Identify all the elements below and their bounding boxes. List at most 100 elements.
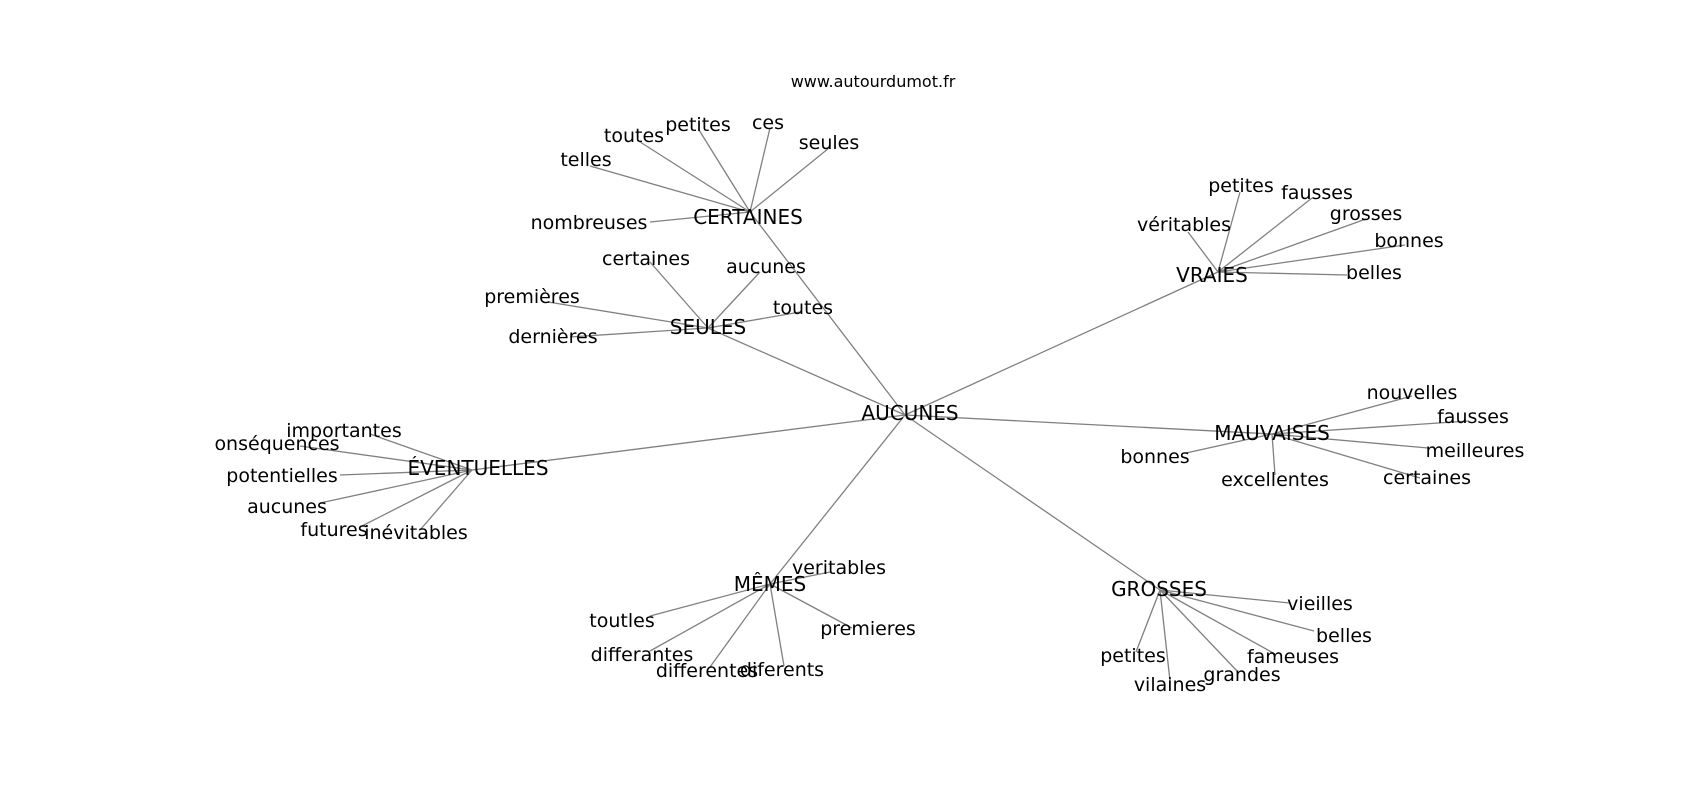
group-node-grosses: GROSSES: [1111, 577, 1207, 601]
group-node-mauvaises: MAUVAISES: [1214, 421, 1330, 445]
leaf-node-certaines-2: ces: [752, 112, 784, 134]
leaf-node-certaines-1: petites: [665, 114, 731, 136]
leaf-node-certaines-3: seules: [799, 132, 860, 154]
leaf-node-eventuelles-2: potentielles: [226, 465, 337, 487]
leaf-node-memes-5: diferents: [740, 659, 824, 681]
leaf-node-vraies-3: grosses: [1330, 203, 1402, 225]
site-url: www.autourdumot.fr: [791, 72, 956, 91]
leaf-node-seules-3: toutes: [773, 297, 833, 319]
edge-seules-leaf-2: [547, 301, 709, 329]
edge-memes-leaf-1: [649, 583, 771, 617]
edge-grosses-leaf-1: [1159, 589, 1315, 632]
leaf-node-eventuelles-3: aucunes: [247, 496, 327, 518]
group-node-eventuelles: ÉVENTUELLES: [407, 456, 548, 480]
edge-certaines-leaf-2: [749, 127, 771, 213]
center-node-label: AUCUNES: [861, 401, 958, 425]
leaf-node-seules-2: premières: [484, 286, 580, 308]
leaf-node-mauvaises-0: nouvelles: [1367, 382, 1458, 404]
leaf-node-eventuelles-5: inévitables: [364, 522, 468, 544]
edge-certaines-leaf-3: [749, 147, 830, 213]
leaf-node-grosses-1: belles: [1316, 625, 1372, 647]
edge-grosses-leaf-4: [1159, 589, 1239, 673]
edge-grosses-leaf-5: [1159, 589, 1171, 682]
leaf-node-grosses-3: petites: [1100, 645, 1166, 667]
edge-vraies-leaf-1: [1217, 197, 1313, 273]
edge-mauvaises-leaf-5: [1271, 433, 1421, 479]
group-node-memes: MÊMES: [734, 572, 806, 596]
edge-mauvaises-leaf-0: [1271, 395, 1413, 435]
leaf-node-eventuelles-0: importantes: [286, 420, 401, 442]
leaf-node-mauvaises-3: bonnes: [1120, 446, 1189, 468]
edge-grosses-leaf-3: [1135, 589, 1161, 653]
edge-center-grosses: [904, 414, 1161, 591]
edge-seules-leaf-4: [569, 327, 709, 338]
leaf-node-vraies-0: petites: [1208, 175, 1274, 197]
edge-eventuelles-leaf-2: [339, 469, 473, 476]
group-node-seules: SEULES: [670, 315, 746, 339]
leaf-node-mauvaises-2: meilleures: [1426, 440, 1525, 462]
leaf-node-vraies-4: bonnes: [1374, 230, 1443, 252]
edge-memes-leaf-0: [769, 571, 831, 585]
leaf-node-seules-0: certaines: [602, 248, 690, 270]
edge-memes-leaf-3: [649, 583, 771, 652]
edge-vraies-leaf-4: [1217, 244, 1406, 273]
edge-memes-leaf-2: [769, 583, 853, 629]
edge-certaines-leaf-0: [636, 139, 751, 213]
leaf-node-eventuelles-1: onséquences: [214, 433, 339, 455]
leaf-node-vraies-1: fausses: [1281, 182, 1353, 204]
edge-center-certaines: [749, 211, 906, 416]
edge-grosses-leaf-0: [1159, 589, 1291, 604]
edge-center-vraies: [904, 271, 1219, 416]
leaf-node-memes-1: toutles: [589, 610, 654, 632]
leaf-node-grosses-0: vieilles: [1287, 593, 1353, 615]
edge-eventuelles-leaf-0: [369, 433, 473, 471]
leaf-node-mauvaises-4: excellentes: [1221, 469, 1329, 491]
leaf-node-memes-2: premieres: [820, 618, 916, 640]
edge-seules-leaf-0: [649, 261, 709, 329]
edge-memes-leaf-5: [769, 583, 785, 667]
edge-seules-leaf-3: [707, 311, 801, 329]
leaf-node-grosses-2: fameuses: [1247, 646, 1339, 668]
edge-eventuelles-leaf-1: [299, 445, 473, 471]
edge-seules-leaf-1: [707, 271, 761, 329]
edge-mauvaises-leaf-2: [1271, 433, 1429, 449]
edge-grosses-leaf-2: [1159, 589, 1276, 655]
leaf-node-mauvaises-1: fausses: [1437, 406, 1509, 428]
leaf-node-certaines-0: toutes: [604, 125, 664, 147]
edge-vraies-leaf-0: [1217, 191, 1241, 273]
leaf-node-memes-3: differantes: [591, 644, 694, 666]
edge-eventuelles-leaf-4: [359, 469, 473, 528]
edge-mauvaises-leaf-4: [1271, 433, 1276, 476]
leaf-node-eventuelles-4: futures: [300, 519, 367, 541]
group-node-certaines: CERTAINES: [693, 205, 803, 229]
leaf-node-grosses-5: vilaines: [1134, 674, 1206, 696]
edge-memes-leaf-4: [709, 583, 771, 668]
edge-center-seules: [707, 327, 906, 416]
leaf-node-mauvaises-5: certaines: [1383, 467, 1471, 489]
leaf-node-memes-4: differentes: [656, 660, 758, 682]
leaf-node-seules-4: dernières: [508, 326, 597, 348]
edge-certaines-leaf-1: [698, 129, 751, 213]
leaf-node-grosses-4: grandes: [1203, 664, 1280, 686]
leaf-node-vraies-2: véritables: [1137, 214, 1231, 236]
leaf-node-vraies-5: belles: [1346, 262, 1402, 284]
leaf-node-certaines-5: nombreuses: [531, 212, 648, 234]
edge-mauvaises-leaf-1: [1271, 420, 1470, 435]
edge-eventuelles-leaf-3: [319, 469, 473, 504]
edge-certaines-leaf-5: [649, 211, 751, 223]
leaf-node-certaines-4: telles: [560, 149, 611, 171]
edge-mauvaises-leaf-3: [1185, 433, 1273, 454]
leaf-node-seules-1: aucunes: [726, 256, 806, 278]
leaf-node-memes-0: veritables: [792, 557, 886, 579]
edge-vraies-leaf-5: [1217, 271, 1348, 276]
edge-certaines-leaf-4: [589, 165, 751, 213]
edge-eventuelles-leaf-5: [419, 469, 473, 531]
edge-center-mauvaises: [904, 414, 1273, 435]
edge-vraies-leaf-2: [1187, 231, 1219, 273]
edge-center-memes: [769, 414, 906, 585]
group-node-vraies: VRAIES: [1176, 263, 1248, 287]
edge-center-eventuelles: [471, 414, 906, 471]
graph-edges: [299, 127, 1470, 682]
